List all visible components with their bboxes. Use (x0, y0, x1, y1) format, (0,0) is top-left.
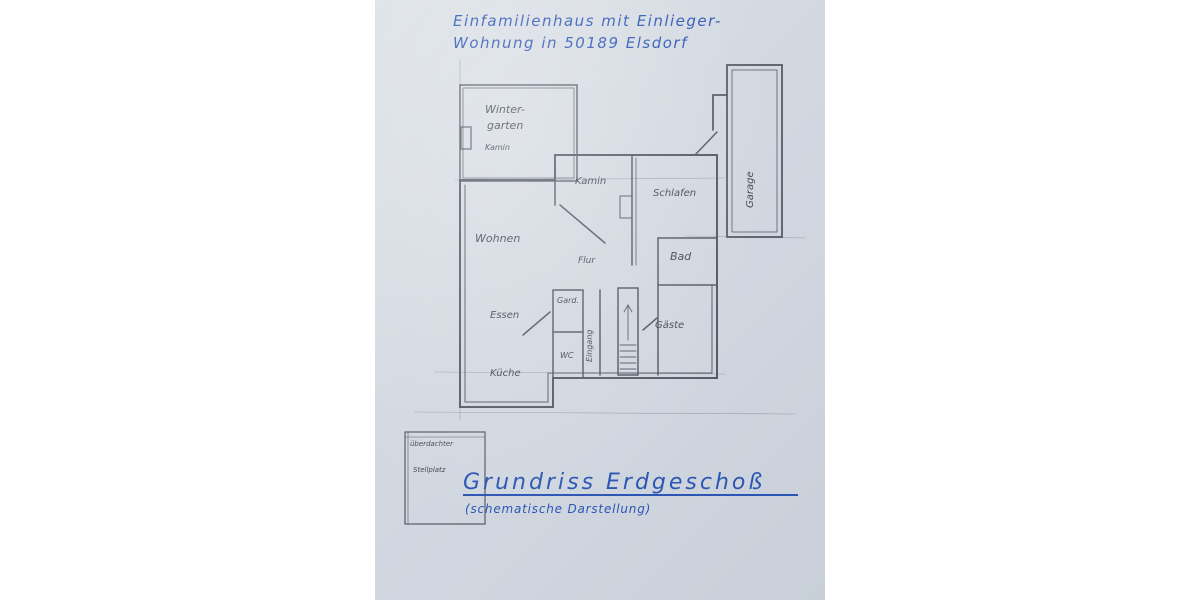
garage-walls (712, 64, 783, 238)
sketch-title-line-1: Einfamilienhaus mit Einlieger- (453, 12, 722, 30)
room-label-kamin-wintergarten: Kamin (485, 143, 510, 152)
floor-plan-title: Grundriss Erdgeschoß (463, 470, 766, 495)
room-label-eingang: Eingang (585, 329, 594, 362)
room-label-garderobe: Gard. (557, 296, 580, 305)
floor-plan-subtitle: (schematische Darstellung) (465, 502, 652, 516)
house-interior-walls (522, 131, 718, 379)
room-label-kueche: Küche (490, 368, 521, 379)
room-label-wintergarten-2: garten (487, 119, 524, 132)
room-label-wc: WC (560, 351, 574, 360)
sketch-title-line-2: Wohnung in 50189 Elsdorf (453, 34, 688, 52)
sketch-paper: Einfamilienhaus mit Einlieger- Wohnung i… (375, 0, 825, 600)
room-label-gaeste: Gäste (655, 320, 685, 331)
room-label-flur: Flur (578, 256, 596, 266)
floor-plan-drawing (404, 59, 806, 525)
staircase (619, 304, 637, 370)
room-label-garage: Garage (745, 171, 756, 208)
construction-lines (414, 59, 806, 421)
room-label-schlafen: Schlafen (653, 188, 697, 199)
room-label-stellplatz-1: überdachter (410, 440, 454, 448)
room-label-bad: Bad (670, 250, 692, 263)
room-label-wintergarten-1: Winter- (485, 103, 525, 116)
house-outer-walls (459, 154, 718, 408)
room-label-stellplatz-2: Stellplatz (413, 466, 446, 474)
room-label-kamin: Kamin (575, 176, 607, 187)
wintergarten-walls (459, 84, 578, 182)
title-underline (463, 494, 798, 496)
room-label-wohnen: Wohnen (475, 232, 521, 245)
room-label-essen: Essen (490, 310, 520, 321)
carport-outline (404, 431, 486, 525)
